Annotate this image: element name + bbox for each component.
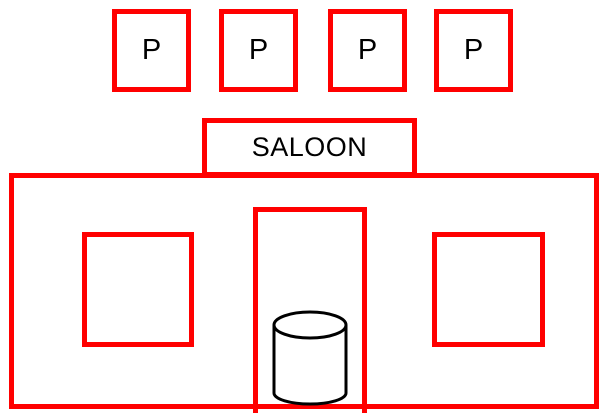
right-window: [432, 232, 545, 347]
saloon-sign: SALOON: [202, 118, 417, 177]
roof-sign-box-1: P: [112, 9, 191, 92]
roof-sign-box-2: P: [219, 9, 298, 92]
roof-sign-letter: P: [357, 34, 378, 66]
saloon-door: [253, 207, 367, 413]
barrel-icon: [272, 310, 348, 406]
left-window: [82, 232, 194, 347]
roof-sign-box-4: P: [434, 9, 513, 92]
roof-sign-letter: P: [141, 34, 162, 66]
roof-sign-letter: P: [463, 34, 484, 66]
saloon-sign-label: SALOON: [251, 132, 368, 162]
roof-sign-letter: P: [248, 34, 269, 66]
roof-sign-box-3: P: [328, 9, 407, 92]
